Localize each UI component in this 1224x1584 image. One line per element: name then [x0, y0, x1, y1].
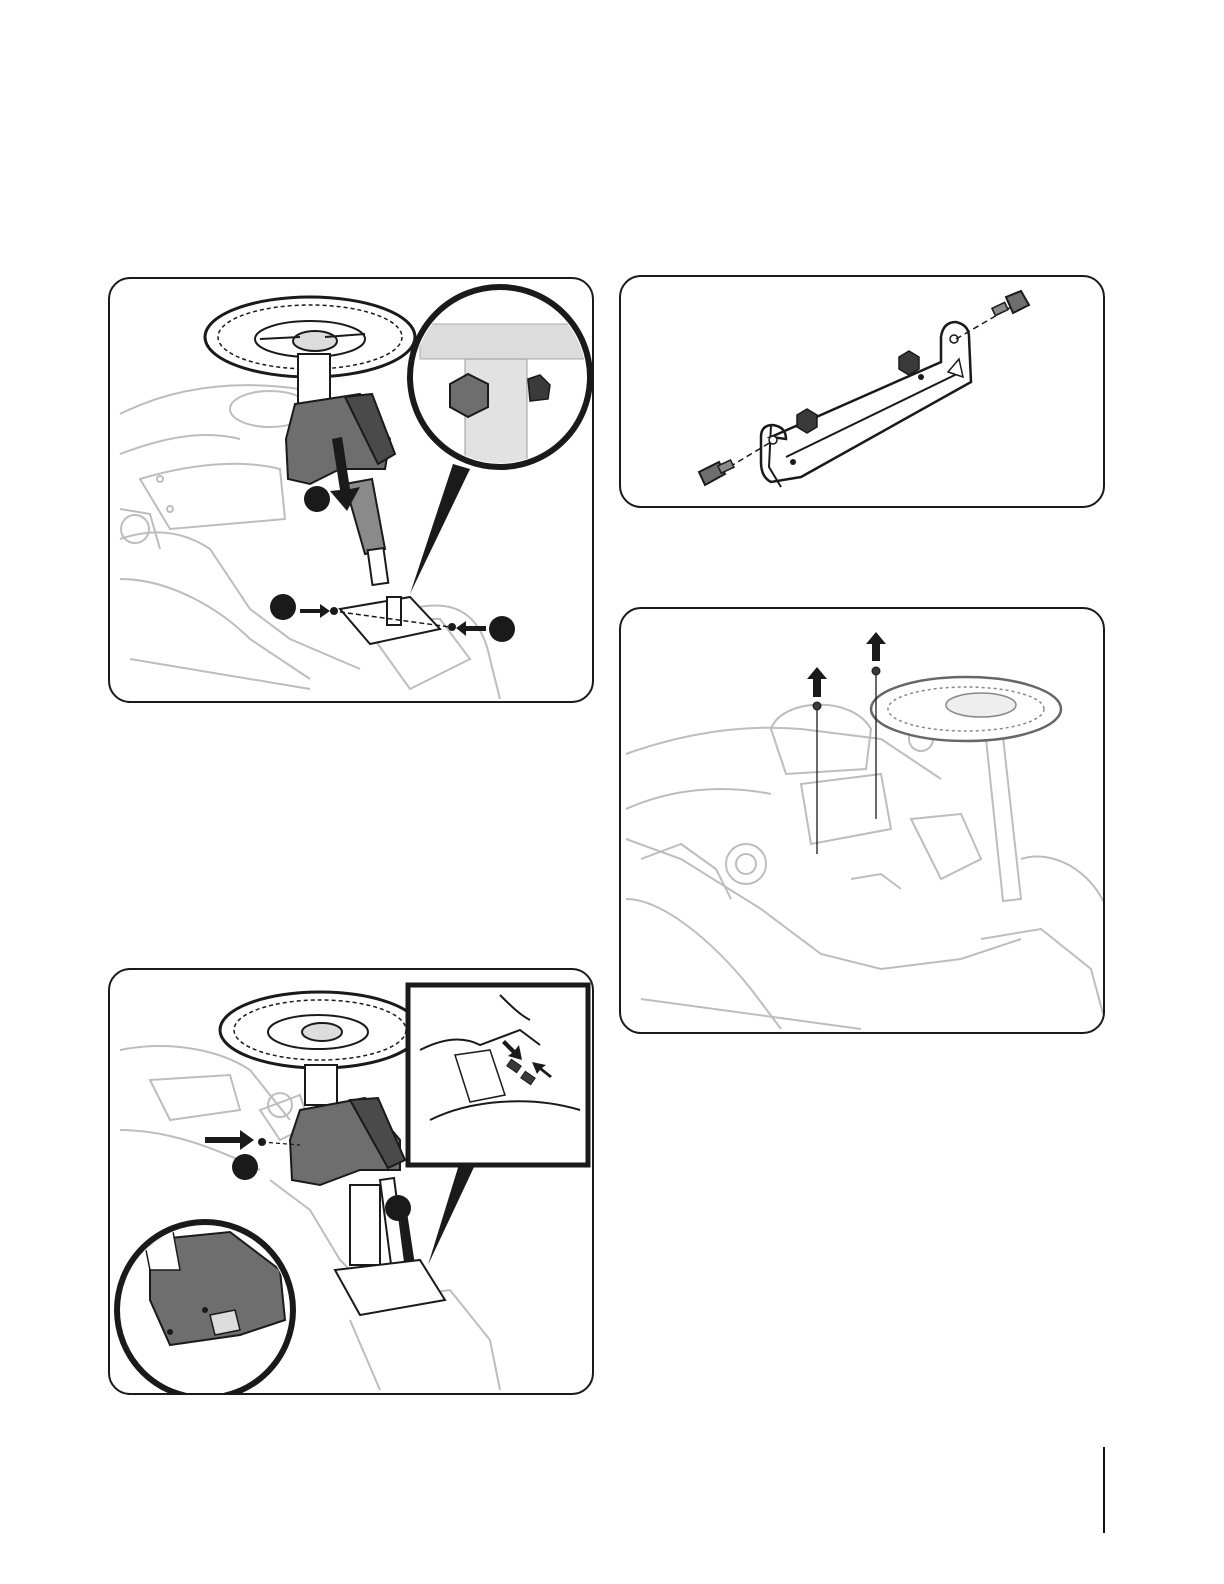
detail-magnifier — [410, 287, 590, 479]
column-cover-illustration — [110, 970, 594, 1395]
detail-magnifier — [117, 1215, 293, 1395]
callout-marker-3 — [489, 616, 515, 642]
column-cover-icon — [290, 1098, 405, 1185]
bolt-icon — [330, 607, 338, 615]
callout-marker-2 — [270, 594, 296, 620]
figure-dash-screw-removal — [619, 607, 1105, 1034]
bracket-illustration — [621, 277, 1105, 508]
figure-steering-bracket-hardware — [619, 275, 1105, 508]
screw-icon — [872, 667, 880, 675]
arrow-up-icon — [807, 667, 827, 697]
wire-connector-detail — [408, 985, 588, 1165]
nut-icon — [448, 623, 456, 631]
bolt-icon — [992, 291, 1029, 316]
callout-marker-2 — [385, 1195, 411, 1221]
nut-icon — [797, 409, 817, 433]
screw-icon — [813, 702, 821, 710]
bracket-icon — [761, 322, 971, 487]
page-number-rule — [1103, 1447, 1105, 1533]
dash-illustration — [621, 609, 1105, 1034]
steering-wheel-icon — [220, 992, 420, 1068]
figure-steering-column-install — [108, 277, 594, 703]
nut-icon — [899, 351, 919, 375]
bolt-icon — [699, 460, 734, 485]
steering-column-illustration — [110, 279, 594, 703]
steering-wheel-icon — [871, 677, 1061, 741]
callout-marker-1 — [304, 486, 330, 512]
arrow-up-icon — [866, 632, 886, 661]
figure-column-cover-install — [108, 968, 594, 1395]
callout-marker-1 — [232, 1154, 258, 1180]
